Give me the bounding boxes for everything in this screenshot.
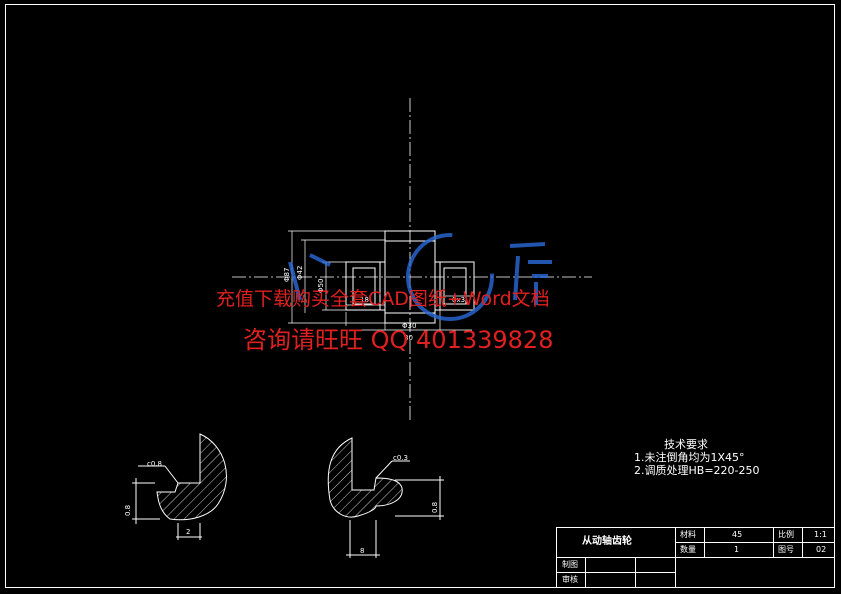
dim-keyway: 8x3 [452, 296, 465, 304]
hub-right-inner [443, 267, 467, 305]
dim-bore: Φ30 [402, 322, 416, 330]
watermark-line1: 充值下载购买全套CAD图纸+Word文档 [216, 288, 550, 310]
tooth-section-right [327, 437, 403, 518]
tech-req-line2: 2.调质处理HB=220-250 [634, 464, 760, 477]
logo-circle [406, 233, 494, 321]
gear-section [345, 230, 475, 324]
dimension-text: Φ87 Φ42 Φ50 18 8x3 Φ30 30 [283, 266, 465, 342]
scale-label: 比例 [778, 530, 794, 539]
drawing-no-label: 图号 [778, 545, 794, 554]
detail-right [327, 437, 444, 558]
detail-left [132, 433, 227, 540]
logo-watermark [288, 233, 552, 321]
chamfer-left: c0.8 [147, 460, 162, 468]
watermark-line2: 咨询请旺旺 QQ 401339828 [243, 326, 554, 354]
dim-outer: Φ87 [283, 268, 291, 282]
dim-width: 18 [360, 296, 369, 304]
dim-left: Φ42 [296, 266, 304, 280]
dim-hub: 30 [404, 334, 413, 342]
width-right: 8 [360, 547, 364, 555]
hub-right [439, 261, 475, 311]
height-right: 0.8 [431, 502, 439, 513]
drawing-border [5, 4, 835, 588]
checked-label: 审核 [562, 575, 578, 584]
material-label: 材料 [680, 530, 696, 539]
hub-left [345, 261, 381, 311]
quantity-value: 1 [734, 545, 740, 554]
chamfer-right: c0.3 [393, 454, 408, 462]
width-left: 2 [186, 528, 190, 536]
drawing-no-value: 02 [816, 545, 827, 554]
height-left: 0.8 [124, 505, 132, 516]
drawn-label: 制图 [562, 560, 578, 569]
tooth-section-left [156, 433, 227, 521]
logo-glyph-left [288, 253, 331, 301]
title-block: 从动轴齿轮 材料 45 比例 1:1 数量 1 图号 02 制图 审核 [556, 527, 835, 588]
material-value: 45 [732, 530, 743, 539]
dim-inner: Φ50 [317, 279, 325, 293]
tech-req-line1: 1.未注倒角均为1X45° [634, 451, 745, 464]
hub-left-inner [352, 267, 376, 305]
logo-glyph [509, 242, 552, 305]
scale-value: 1:1 [814, 530, 827, 539]
gear-rim [384, 230, 436, 324]
part-name: 从动轴齿轮 [582, 536, 632, 547]
tech-req-title: 技术要求 [664, 438, 708, 451]
quantity-label: 数量 [680, 545, 696, 554]
